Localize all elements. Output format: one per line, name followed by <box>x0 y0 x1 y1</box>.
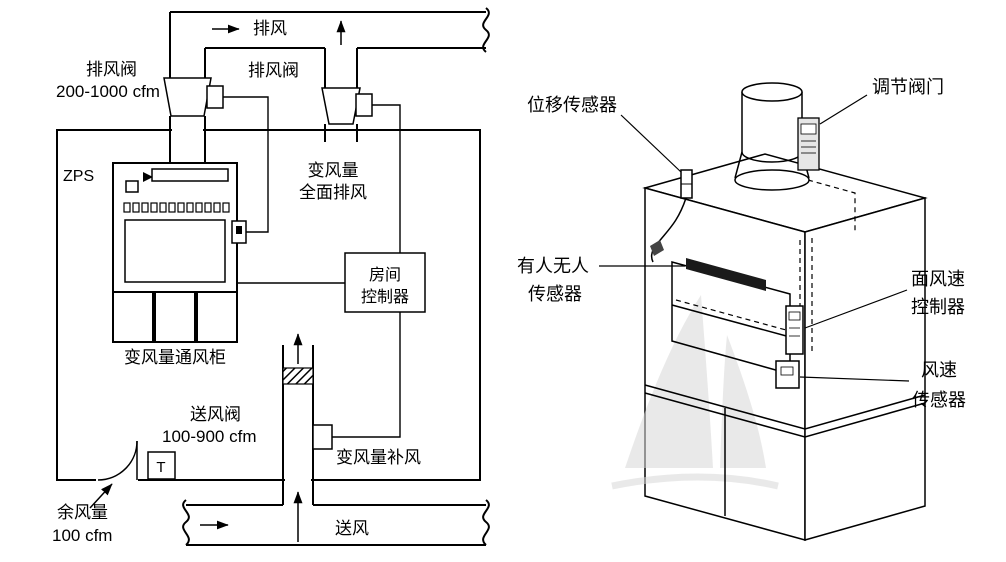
displacement-sensor <box>650 169 693 263</box>
exhaust-valve-right-symbol <box>321 87 373 142</box>
wall-pass-through-bottom <box>285 475 311 485</box>
exhaust-valve-left-actuator <box>206 85 224 109</box>
room-controller-box <box>344 252 426 313</box>
label-face-velocity-controller-2: 控制器 <box>911 297 965 317</box>
label-air-velocity-sensor-2: 传感器 <box>912 390 966 410</box>
label-occupancy-sensor-2: 传感器 <box>528 284 582 304</box>
control-wiring <box>223 96 401 438</box>
leader-lines <box>599 94 910 382</box>
label-room-controller-1: 房间 <box>369 266 401 284</box>
label-supply-valve: 送风阀 <box>190 405 241 424</box>
supply-valve-actuator <box>312 424 333 450</box>
label-face-velocity-controller-1: 面风速 <box>911 269 965 289</box>
label-zps: ZPS <box>63 168 94 185</box>
air-velocity-sensor <box>775 360 800 389</box>
exhaust-duct-stack <box>734 82 810 191</box>
label-vav-fume-hood: 变风量通风柜 <box>124 348 226 367</box>
leader-displacement-sensor <box>620 114 682 173</box>
indicator-triangle-icon <box>143 172 153 182</box>
supply-damper-hatch <box>282 367 314 385</box>
label-vav-general-exhaust-1: 变风量 <box>308 161 359 180</box>
label-air-velocity-sensor-1: 风速 <box>921 360 957 380</box>
duct-collar <box>734 169 810 191</box>
sash-window <box>124 219 226 283</box>
label-thermostat: T <box>156 459 165 476</box>
duct-top-opening <box>741 82 803 102</box>
supply-duct-vertical <box>282 333 333 505</box>
wall-pass-through-top <box>172 125 203 135</box>
cable-bracket <box>650 240 664 256</box>
leader-control-valve <box>819 94 868 125</box>
label-exhaust-valve-left-cfm: 200-1000 cfm <box>56 82 160 101</box>
label-room-controller-2: 控制器 <box>361 288 409 306</box>
hood-right-face <box>804 197 926 541</box>
right-isometric-view: 位移传感器 调节阀门 有人无人 传感器 面风速 控制器 风速 传感器 <box>517 77 966 541</box>
label-exhaust-valve-right: 排风阀 <box>248 61 299 80</box>
label-vav-makeup-air: 变风量补风 <box>336 448 421 467</box>
label-displacement-sensor: 位移传感器 <box>527 95 617 115</box>
label-vav-general-exhaust-2: 全面排风 <box>299 183 367 202</box>
label-control-valve: 调节阀门 <box>872 77 944 97</box>
left-schematic: 排风 排风阀 200-1000 cfm 排风阀 变风量 全面排风 ZPS 房间 … <box>52 7 490 546</box>
door-swing-arc <box>97 440 138 481</box>
work-surface <box>644 384 926 516</box>
exhaust-valve-left-symbol <box>163 77 224 163</box>
exhaust-valve-right-actuator <box>355 93 373 117</box>
exhaust-duct-top <box>169 7 490 88</box>
label-residual-air-2: 100 cfm <box>52 526 112 545</box>
occupancy-sensor <box>686 258 766 291</box>
thermostat-box <box>147 451 176 480</box>
face-velocity-controller <box>785 305 804 355</box>
label-occupancy-sensor-1: 有人无人 <box>517 256 589 276</box>
label-supply-air: 送风 <box>335 519 369 538</box>
room-door <box>96 440 138 485</box>
label-exhaust-valve-left: 排风阀 <box>86 60 137 79</box>
vent-slots <box>123 202 230 213</box>
label-residual-air-1: 余风量 <box>57 503 108 522</box>
supply-duct-bottom <box>182 491 490 546</box>
control-valve-actuator <box>797 117 820 171</box>
duct-break-symbol <box>482 7 490 53</box>
duct-break-symbol <box>182 499 190 546</box>
leader-face-velocity-controller <box>804 289 908 329</box>
leader-air-velocity-sensor <box>799 376 910 382</box>
label-supply-valve-cfm: 100-900 cfm <box>162 427 257 446</box>
duct-break-symbol <box>482 499 490 546</box>
watermark <box>611 295 779 490</box>
label-exhaust-air: 排风 <box>253 19 287 38</box>
fume-hood-monitor <box>112 162 247 343</box>
hidden-duct-lines <box>675 179 856 356</box>
residual-air-arrow <box>89 483 113 509</box>
sash-edge <box>671 304 791 338</box>
